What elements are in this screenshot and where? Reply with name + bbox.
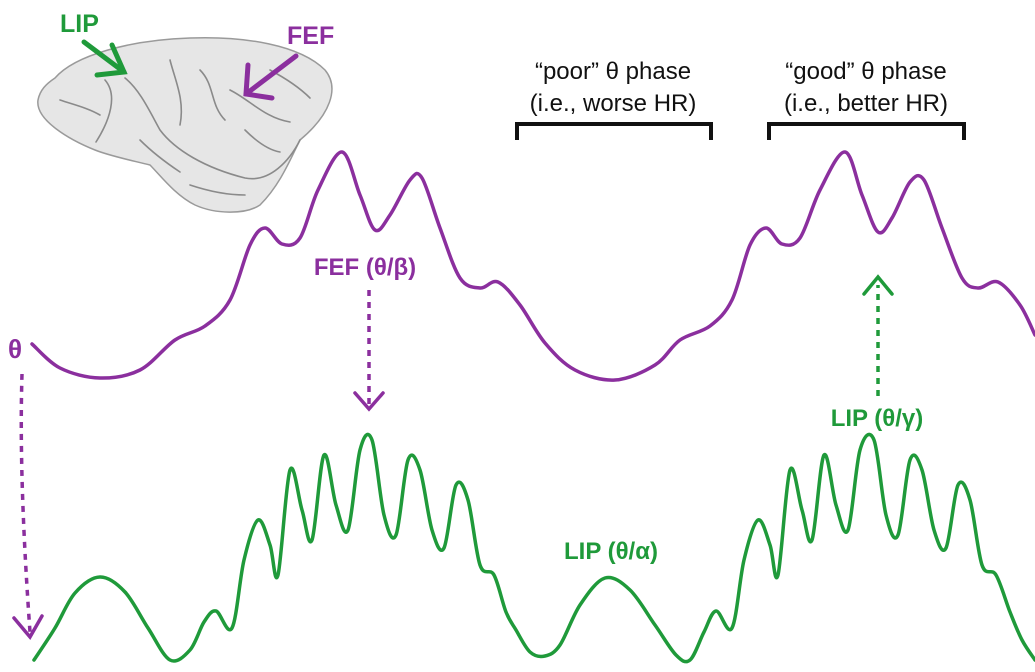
arrowhead-icon — [94, 42, 128, 78]
poor-phase-title: “poor” θ phase — [535, 58, 691, 85]
good-phase-bracket — [767, 122, 966, 140]
fef-brain-label: FEF — [287, 22, 334, 50]
poor-phase-subtitle: (i.e., worse HR) — [530, 90, 697, 117]
arrowhead-icon — [862, 274, 894, 296]
monkey-brain-icon — [37, 36, 333, 213]
good-phase-title: “good” θ phase — [785, 58, 946, 85]
lip-theta-alpha-gamma-trace — [32, 432, 1035, 664]
arrowhead-icon — [12, 614, 44, 641]
lip-brain-label: LIP — [60, 10, 99, 38]
theta-dashed-arrow — [19, 373, 32, 633]
arrow-icon — [81, 39, 127, 75]
lip-brain-arrow — [81, 39, 128, 78]
fef-theta-beta-trace — [30, 150, 1035, 382]
arrowhead-icon — [353, 391, 385, 412]
lip-gamma-label: LIP (θ/γ) — [831, 405, 924, 432]
brain-outline — [37, 36, 333, 213]
poor-phase-bracket — [515, 122, 713, 140]
arrowhead-icon — [243, 62, 275, 101]
fef-brain-arrow — [243, 53, 299, 101]
fef-coupling-label: FEF (θ/β) — [314, 254, 416, 281]
arrow-icon — [243, 53, 299, 97]
theta-label: θ — [8, 334, 22, 364]
good-phase-subtitle: (i.e., better HR) — [784, 90, 948, 117]
lip-alpha-label: LIP (θ/α) — [564, 538, 658, 565]
